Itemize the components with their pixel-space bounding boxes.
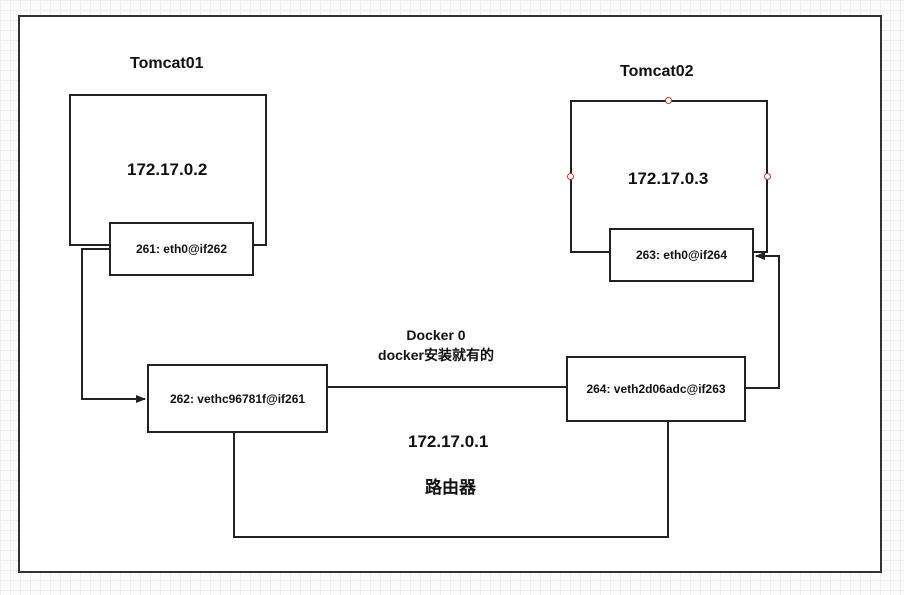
- link-veth-264-to-eth0-263: [745, 252, 780, 389]
- veth-264-interface: 264: veth2d06adc@if263: [566, 356, 746, 422]
- router-loop: [233, 421, 669, 538]
- tomcat01-ip: 172.17.0.2: [127, 160, 208, 179]
- selection-handle-left: [567, 173, 574, 180]
- router-label: 路由器: [425, 478, 476, 497]
- link-eth0-261-to-veth-262: [81, 248, 146, 403]
- tomcat02-title: Tomcat02: [620, 63, 694, 80]
- selection-handle-right: [764, 173, 771, 180]
- veth-262-interface: 262: vethc96781f@if261: [147, 364, 328, 433]
- selection-handle-top: [665, 97, 672, 104]
- tomcat01-container: [69, 94, 267, 246]
- tomcat01-title: Tomcat01: [130, 55, 204, 72]
- tomcat02-eth0-interface: 263: eth0@if264: [609, 228, 754, 282]
- tomcat01-eth0-interface: 261: eth0@if262: [109, 222, 254, 276]
- docker0-name: Docker 0: [406, 327, 466, 343]
- tomcat02-ip: 172.17.0.3: [628, 169, 709, 188]
- docker0-note: docker安装就有的: [378, 347, 494, 363]
- docker0-ip: 172.17.0.1: [408, 432, 489, 451]
